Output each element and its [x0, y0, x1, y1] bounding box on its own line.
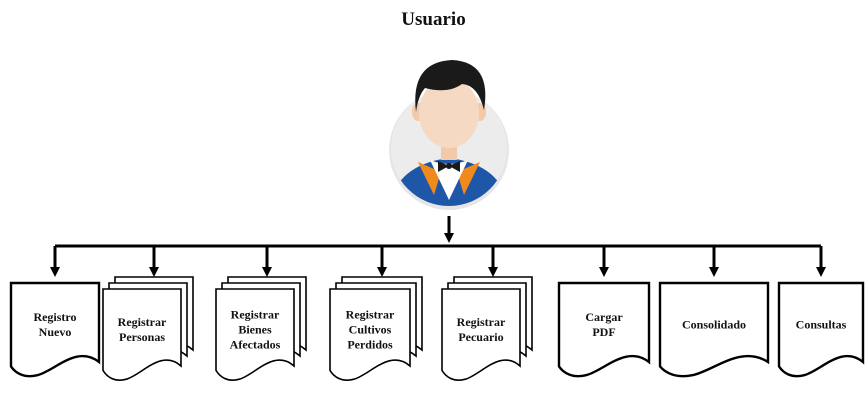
node-label-line: Registrar: [346, 307, 395, 321]
node-label-line: Registrar: [118, 315, 167, 329]
node-label-line: PDF: [592, 325, 615, 339]
node-label-line: Afectados: [230, 337, 281, 351]
document-shape: [441, 288, 521, 381]
node-label-line: Nuevo: [39, 325, 72, 339]
node-label-line: Pecuario: [458, 330, 503, 344]
node-label-line: Perdidos: [347, 337, 393, 351]
user-avatar-icon: [389, 60, 509, 210]
node-label-line: Bienes: [238, 322, 272, 336]
document-shape: [215, 288, 295, 381]
document-shape: [329, 288, 411, 381]
node-label: Consolidado: [682, 317, 746, 331]
node-consolidado: Consolidado: [658, 281, 770, 378]
node-label-line: Cultivos: [349, 322, 392, 336]
connector-lines: [50, 216, 826, 277]
node-consultas: Consultas: [777, 281, 865, 378]
document-shape: [9, 281, 101, 378]
node-label-line: Consolidado: [682, 317, 746, 331]
document-shape: [102, 288, 182, 381]
node-label-line: Registrar: [457, 315, 506, 329]
node-label-line: Registrar: [231, 307, 280, 321]
diagram-title: Usuario: [401, 9, 466, 30]
node-label-line: Cargar: [585, 310, 623, 324]
node-label-line: Registro: [33, 310, 76, 324]
document-shape: [557, 281, 651, 378]
node-label-line: Personas: [119, 330, 165, 344]
document-shape: [658, 281, 770, 378]
node-label: Consultas: [796, 317, 847, 331]
document-shape: [777, 281, 865, 378]
node-label-line: Consultas: [796, 317, 847, 331]
